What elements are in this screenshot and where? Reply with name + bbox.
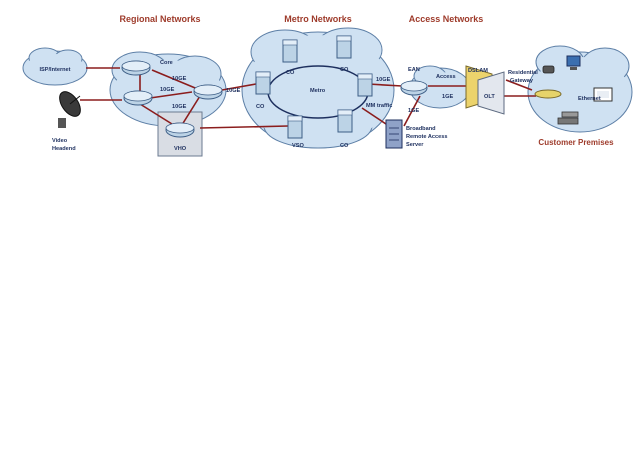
label-access: Access [436, 74, 456, 80]
label-ethernet: Ethernet [578, 96, 601, 102]
switch-co-bottom-right [337, 109, 353, 133]
switch-co-top-left [282, 39, 298, 63]
label-co-2: CO [340, 67, 349, 73]
switch-vso [287, 115, 303, 139]
label-co-3: CO [256, 104, 265, 110]
label-10ge-1: 10GE [172, 76, 187, 82]
phone-icon [542, 65, 555, 74]
switch-co-top-right [336, 35, 352, 59]
access-cloud [409, 65, 471, 109]
label-co-4: CO [340, 143, 349, 149]
label-bras-1: Broadband [406, 126, 436, 132]
label-dslam: DSLAM [468, 68, 488, 74]
router-core-top [121, 60, 151, 76]
router-ean [400, 80, 428, 96]
bras-server-icon [385, 119, 403, 149]
label-10ge-3: 10GE [172, 104, 187, 110]
label-vso: VSO [292, 143, 304, 149]
label-metro: Metro [310, 88, 326, 94]
title-customer-premises: Customer Premises [538, 138, 614, 147]
label-video-headend-1: Video [52, 138, 68, 144]
network-links [80, 67, 536, 129]
router-vho [165, 122, 195, 138]
title-access-networks: Access Networks [409, 14, 484, 24]
title-regional-networks: Regional Networks [119, 14, 200, 24]
switch-metro-right [357, 73, 373, 97]
label-residential-gateway-2: Gateway [510, 78, 534, 84]
label-10ge-5: 10GE [376, 77, 391, 83]
switch-co-left [255, 71, 271, 95]
label-co-1: CO [286, 70, 295, 76]
label-ean: EAN [408, 67, 420, 73]
label-1ge-2: 1GE [442, 94, 453, 100]
olt-shape [477, 71, 505, 115]
router-regional-edge [193, 84, 223, 100]
label-10ge-4: 10GE [226, 88, 241, 94]
residential-gateway-device [534, 89, 562, 99]
label-video-headend-2: Headend [52, 146, 76, 152]
label-bras-3: Server [406, 142, 424, 148]
settop-box-icon [557, 111, 579, 125]
label-bras-2: Remote Access [406, 134, 447, 140]
label-olt: OLT [484, 94, 495, 100]
label-residential-gateway-1: Residential [508, 70, 538, 76]
computer-icon [566, 55, 581, 70]
label-mm-traffic: MM traffic [366, 103, 392, 109]
title-metro-networks: Metro Networks [284, 14, 352, 24]
label-core: Core [160, 60, 173, 66]
satellite-dish-icon [58, 91, 81, 128]
isp-cloud [22, 47, 88, 86]
label-vho: VHO [174, 146, 187, 152]
label-10ge-2: 10GE [160, 87, 175, 93]
tv-icon [593, 87, 613, 102]
router-core-bottom [123, 90, 153, 106]
label-isp-internet: ISP/Internet [39, 67, 70, 73]
label-1ge-1: 1GE [408, 108, 419, 114]
